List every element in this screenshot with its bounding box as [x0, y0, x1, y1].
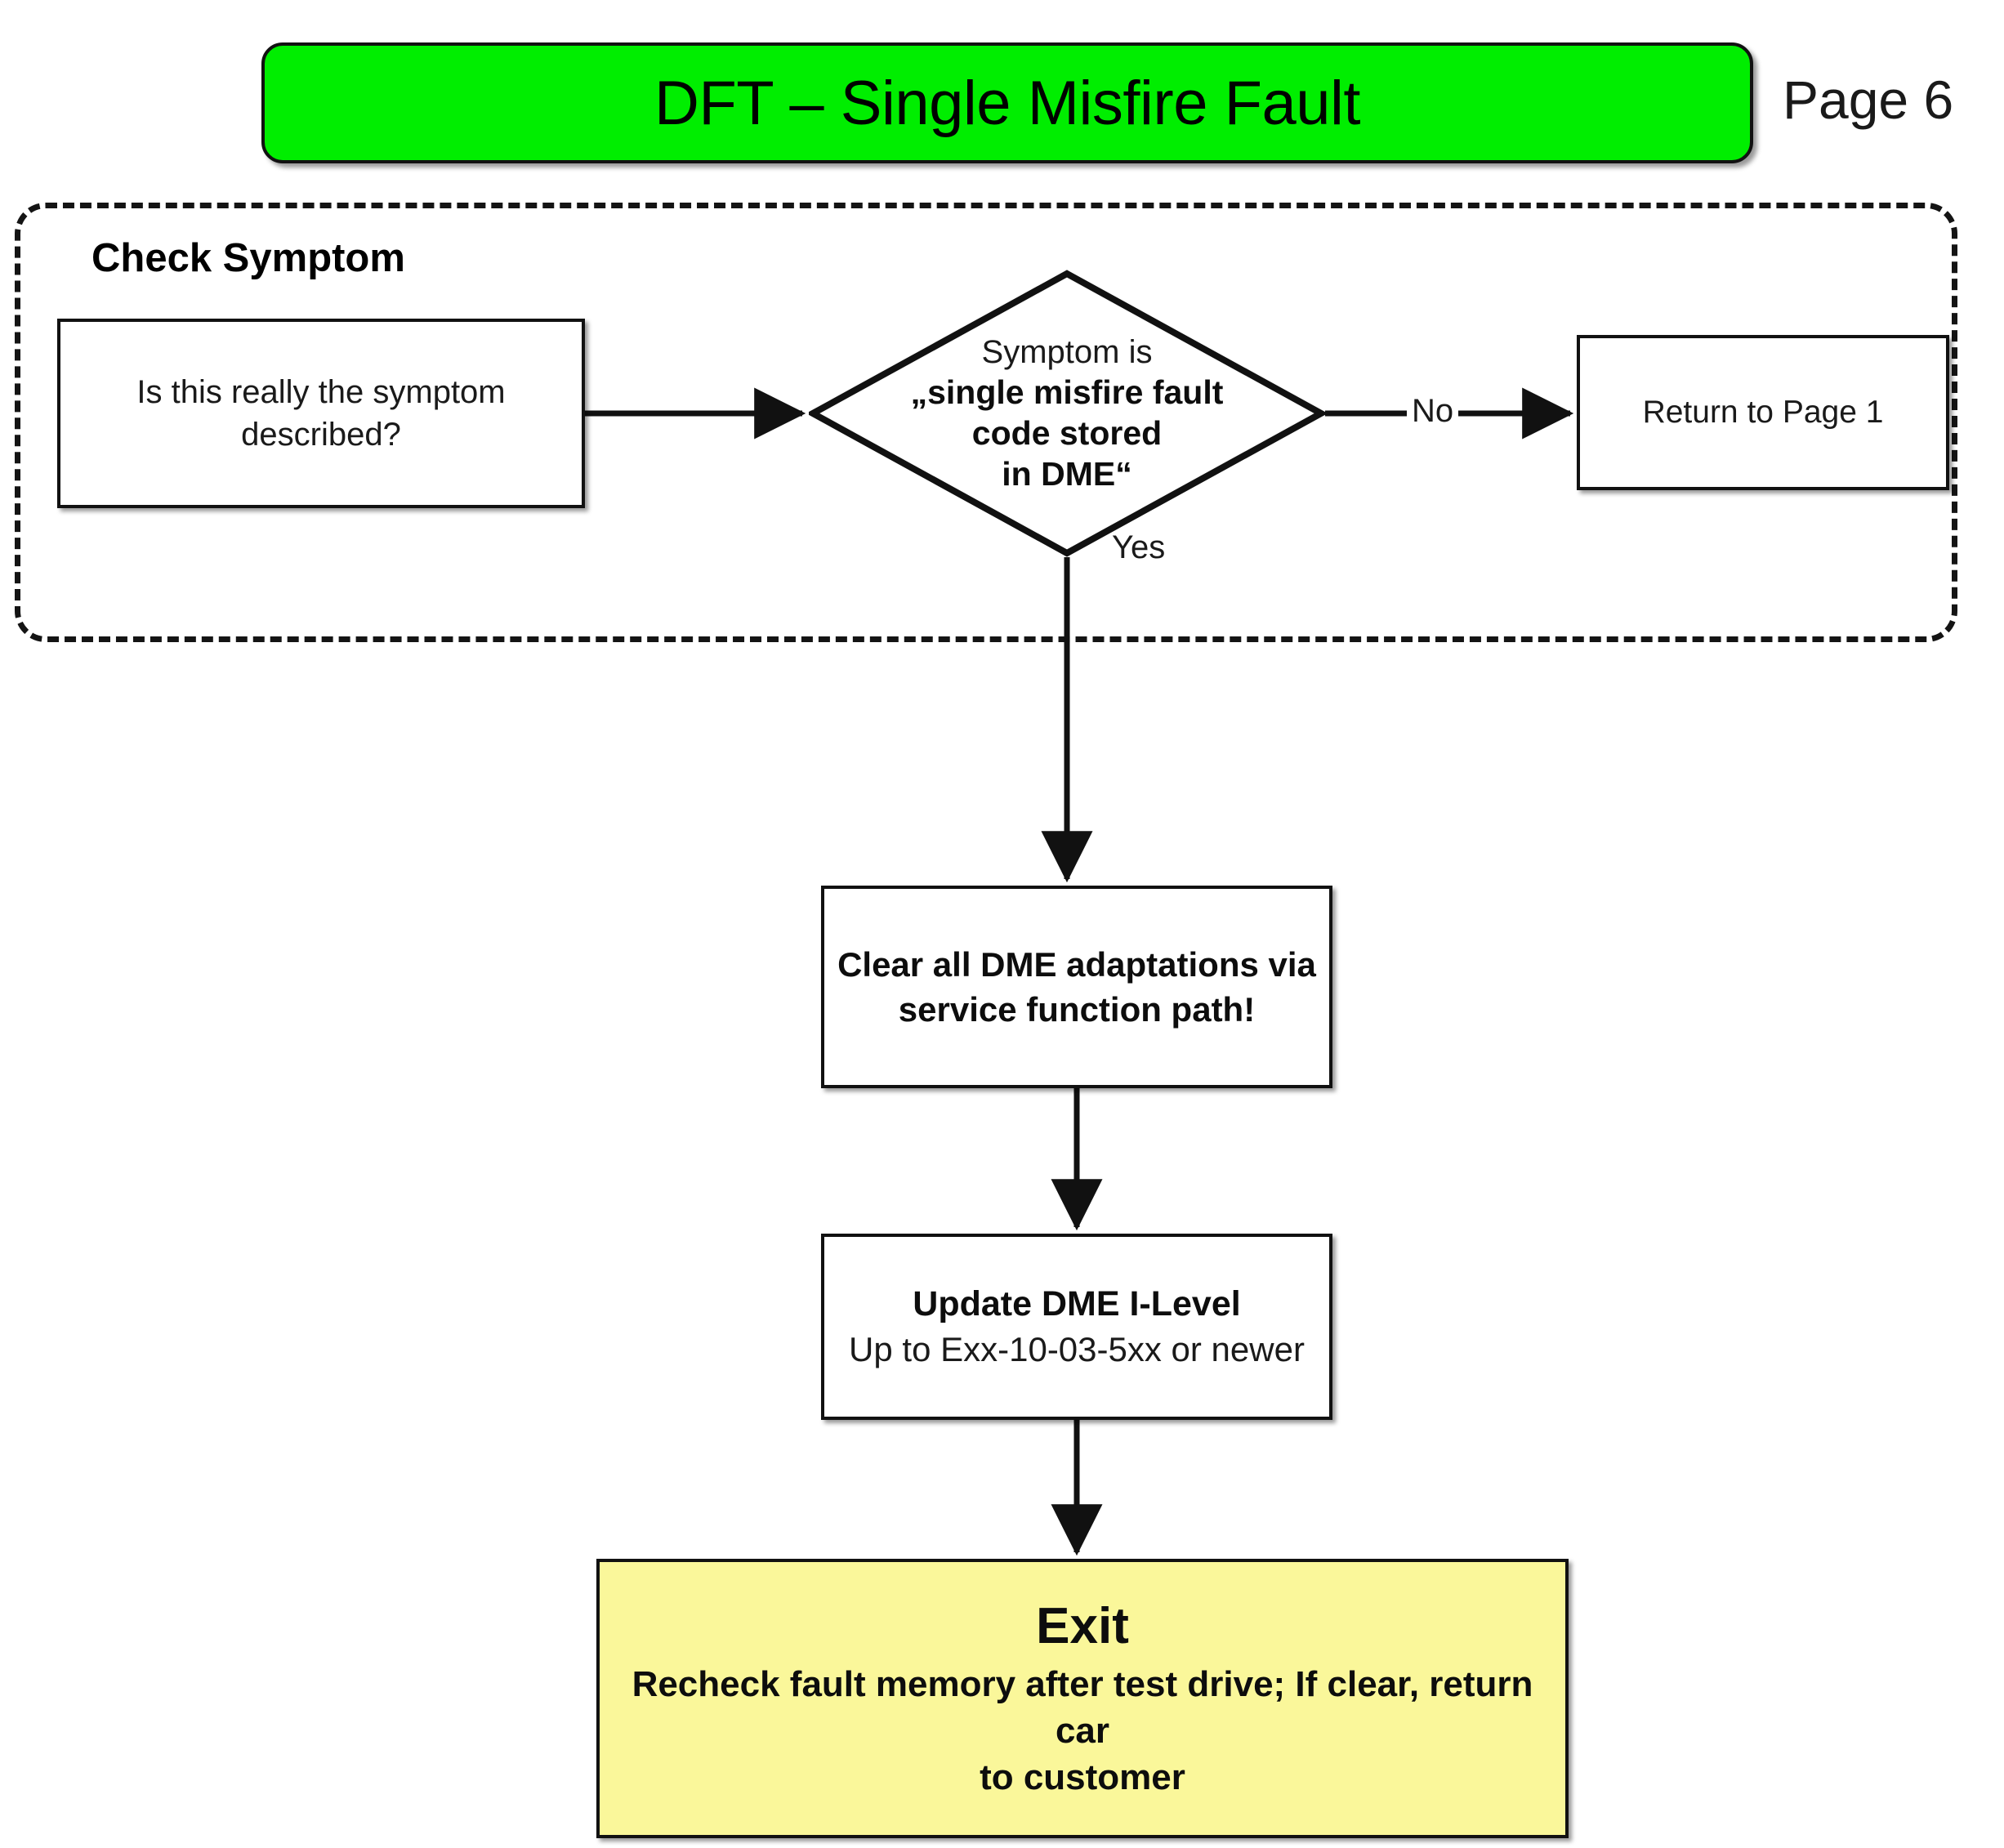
node-return-to-page-1-label: Return to Page 1	[1642, 394, 1884, 430]
node-update-dme-ilevel[interactable]: Update DME I-Level Up to Exx-10-03-5xx o…	[821, 1234, 1332, 1420]
node-symptom-question-line-1: Is this really the symptom	[136, 374, 506, 410]
node-exit[interactable]: Exit Recheck fault memory after test dri…	[596, 1559, 1569, 1838]
check-symptom-group-title: Check Symptom	[91, 236, 405, 280]
node-symptom-question-line-2: described?	[241, 417, 401, 453]
node-symptom-question[interactable]: Is this really the symptom described?	[57, 319, 585, 508]
node-exit-sub-line-2: to customer	[980, 1757, 1185, 1798]
node-clear-adaptations-line-2: service function path!	[898, 990, 1256, 1029]
check-symptom-group	[15, 203, 1957, 642]
page-number-label: Page 6	[1783, 69, 1954, 130]
node-return-to-page-1[interactable]: Return to Page 1	[1577, 335, 1949, 490]
node-clear-dme-adaptations[interactable]: Clear all DME adaptations via service fu…	[821, 886, 1332, 1088]
node-clear-adaptations-line-1: Clear all DME adaptations via	[837, 944, 1316, 984]
decision-diamond-shape	[809, 270, 1325, 557]
page-title: DFT – Single Misfire Fault	[654, 68, 1361, 138]
node-exit-title: Exit	[1036, 1597, 1129, 1654]
node-symptom-decision[interactable]: Symptom is „single misfire fault code st…	[809, 270, 1325, 557]
node-exit-sub-line-1: Recheck fault memory after test drive; I…	[632, 1663, 1533, 1751]
node-update-ilevel-detail: Up to Exx-10-03-5xx or newer	[849, 1329, 1305, 1368]
title-banner: DFT – Single Misfire Fault	[261, 42, 1753, 163]
edge-label-no: No	[1407, 393, 1459, 430]
node-update-ilevel-title: Update DME I-Level	[913, 1283, 1241, 1324]
edge-label-yes: Yes	[1112, 529, 1166, 565]
